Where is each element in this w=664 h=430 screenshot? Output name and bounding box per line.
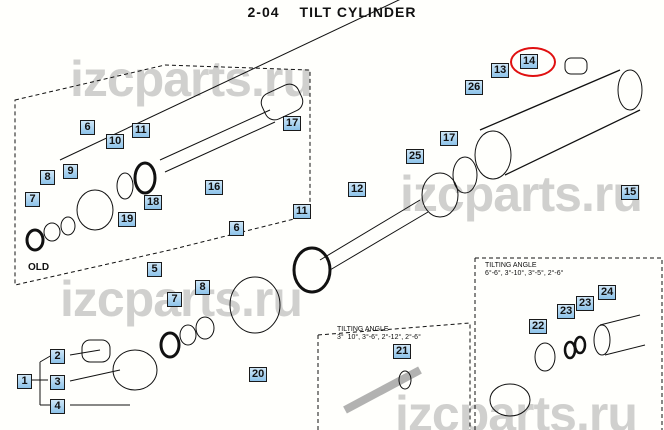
callout-part[interactable]: 13 bbox=[491, 63, 510, 78]
callout-part[interactable]: 10 bbox=[106, 134, 125, 149]
callout-part[interactable]: 24 bbox=[598, 285, 617, 300]
callout-part[interactable]: 1 bbox=[17, 374, 32, 389]
backup-ring bbox=[116, 172, 134, 200]
watermark: izcparts.ru bbox=[400, 166, 643, 222]
callout-part[interactable]: 6 bbox=[229, 221, 244, 236]
callout-part[interactable]: 2 bbox=[50, 349, 65, 364]
callout-part[interactable]: 17 bbox=[440, 131, 459, 146]
page-title: 2-04 TILT CYLINDER bbox=[0, 4, 664, 20]
note-title: TILTING ANGLE bbox=[485, 262, 537, 269]
callout-part[interactable]: 22 bbox=[529, 319, 548, 334]
callout-part[interactable]: 21 bbox=[393, 344, 412, 359]
gland bbox=[76, 189, 114, 231]
callout-part[interactable]: 4 bbox=[50, 399, 65, 414]
o-ring bbox=[133, 161, 157, 195]
highlight-ring bbox=[510, 47, 556, 77]
callout-part[interactable]: 23 bbox=[557, 304, 576, 319]
callout-part[interactable]: 18 bbox=[144, 195, 163, 210]
callout-part[interactable]: 16 bbox=[205, 180, 224, 195]
callout-part[interactable]: 20 bbox=[249, 367, 268, 382]
callout-part[interactable]: 23 bbox=[576, 296, 595, 311]
note-title: TILTING ANGLE bbox=[337, 326, 389, 333]
diagram-title: TILT CYLINDER bbox=[299, 4, 417, 20]
callout-part[interactable]: 9 bbox=[63, 164, 78, 179]
callout-part[interactable]: 17 bbox=[283, 116, 302, 131]
o-ring bbox=[292, 246, 332, 294]
callout-part[interactable]: 5 bbox=[147, 262, 162, 277]
note-values: 6°-6°, 3°-10°, 3°-5°, 2°-6° bbox=[485, 270, 564, 277]
callout-part[interactable]: 7 bbox=[167, 292, 182, 307]
callout-part[interactable]: 11 bbox=[293, 204, 311, 219]
note-values: 3° 10°, 3°-6°, 2°-12°, 2°-6° bbox=[337, 334, 421, 341]
callout-part[interactable]: 8 bbox=[40, 170, 55, 185]
callout-part[interactable]: 11 bbox=[132, 123, 150, 138]
callout-part[interactable]: 8 bbox=[195, 280, 210, 295]
callout-part[interactable]: 15 bbox=[621, 185, 640, 200]
callout-part[interactable]: 6 bbox=[80, 120, 95, 135]
watermark: izcparts.ru bbox=[395, 386, 638, 430]
callout-part[interactable]: 26 bbox=[465, 80, 484, 95]
old-group-box bbox=[14, 64, 311, 286]
callout-part[interactable]: 7 bbox=[25, 192, 40, 207]
callout-part[interactable]: 12 bbox=[348, 182, 367, 197]
section-number: 2-04 bbox=[247, 4, 280, 20]
old-label: OLD bbox=[28, 262, 50, 273]
callout-part[interactable]: 19 bbox=[118, 212, 137, 227]
callout-part[interactable]: 14 bbox=[520, 54, 539, 69]
callout-part[interactable]: 25 bbox=[406, 149, 425, 164]
callout-part[interactable]: 3 bbox=[50, 375, 65, 390]
